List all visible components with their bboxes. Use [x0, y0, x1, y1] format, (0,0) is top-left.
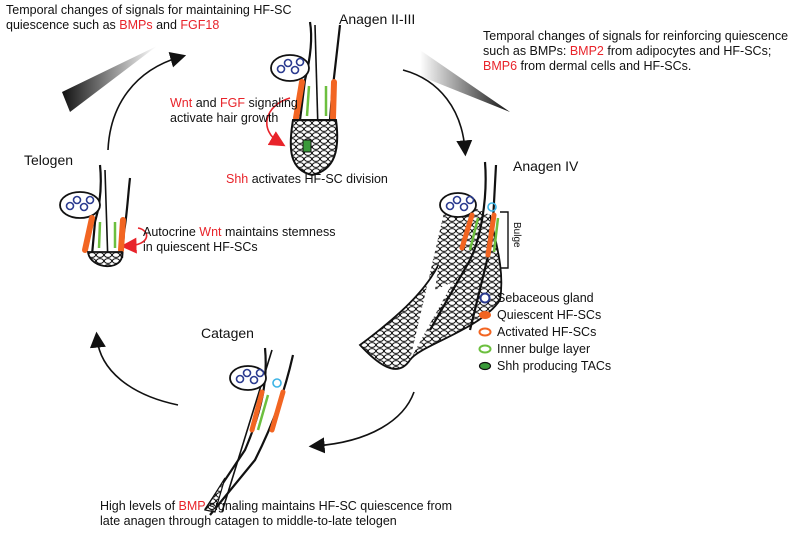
note-line: Temporal changes of signals for reinforc…	[483, 29, 789, 43]
note-text: signaling maintains HF-SC quiescence fro…	[205, 499, 453, 513]
signal-bmp2: BMP2	[569, 44, 604, 58]
note-wnt-fgf: Wnt and FGF signaling activate hair grow…	[170, 96, 298, 126]
note-bmp-signaling: High levels of BMP signaling maintains H…	[100, 499, 452, 529]
signal-bmp6: BMP6	[483, 59, 518, 73]
legend-swatch-quiescent	[479, 311, 491, 319]
note-text: quiescence such as	[6, 18, 120, 32]
note-text: maintains stemness	[221, 225, 336, 239]
legend-swatch-inner-bulge	[478, 344, 492, 354]
note-autocrine-wnt: Autocrine Wnt maintains stemness in quie…	[143, 225, 335, 255]
stage-label-anagen-4: Anagen IV	[513, 158, 579, 174]
cycle-arrow-anagen4-to-catagen	[308, 391, 415, 454]
note-line: late anagen through catagen to middle-to…	[100, 514, 397, 528]
legend-swatch-sebaceous	[479, 292, 491, 304]
legend-label: Activated HF-SCs	[497, 325, 596, 339]
note-line: Temporal changes of signals for maintain…	[6, 3, 292, 17]
telogen-follicle	[59, 164, 132, 268]
note-text: and	[192, 96, 221, 110]
note-text: High levels of	[100, 499, 179, 513]
note-text: Autocrine	[143, 225, 200, 239]
legend: Sebaceous gland Quiescent HF-SCs Activat…	[478, 291, 611, 373]
decreasing-signal-wedge	[62, 46, 157, 112]
note-maintaining-quiescence: Temporal changes of signals for maintain…	[6, 3, 292, 33]
note-text: signaling	[245, 96, 298, 110]
note-reinforcing-quiescence: Temporal changes of signals for reinforc…	[483, 29, 788, 74]
bulge-bracket	[500, 211, 509, 269]
note-text: activates HF-SC division	[248, 172, 388, 186]
legend-swatch-shh-tac	[478, 361, 492, 371]
stage-label-telogen: Telogen	[24, 152, 74, 168]
legend-label: Shh producing TACs	[497, 359, 611, 373]
wnt-fgf-signal-arrow	[266, 97, 291, 147]
note-text: from dermal cells and HF-SCs.	[517, 59, 692, 73]
signal-fgf: FGF	[220, 96, 246, 110]
cycle-arrow-catagen-to-telogen	[89, 331, 179, 406]
note-line: in quiescent HF-SCs	[143, 240, 258, 254]
signal-fgf18: FGF18	[180, 18, 220, 32]
anagen-4-follicle	[358, 161, 509, 370]
stage-label-catagen: Catagen	[201, 325, 254, 341]
note-text: such as BMPs:	[483, 44, 570, 58]
cycle-arrow-anagen-to-anagen4	[402, 69, 473, 157]
bulge-label: Bulge	[511, 222, 522, 248]
stage-label-anagen-2-3: Anagen II-III	[339, 11, 416, 27]
legend-label: Sebaceous gland	[497, 291, 594, 305]
anagen-2-3-follicle	[270, 21, 342, 177]
catagen-follicle	[204, 347, 295, 516]
legend-label: Quiescent HF-SCs	[497, 308, 601, 322]
legend-label: Inner bulge layer	[497, 342, 590, 356]
signal-shh: Shh	[226, 172, 249, 186]
note-text: and	[152, 18, 181, 32]
cycle-arrow-telogen-to-anagen	[107, 51, 187, 151]
note-shh: Shh activates HF-SC division	[226, 172, 388, 187]
signal-bmps: BMPs	[119, 18, 153, 32]
signal-wnt: Wnt	[170, 96, 193, 110]
increasing-signal-wedge	[420, 50, 510, 112]
autocrine-wnt-arrow	[120, 227, 148, 254]
note-line: activate hair growth	[170, 111, 279, 125]
signal-wnt: Wnt	[199, 225, 222, 239]
signal-bmp: BMP	[178, 499, 206, 513]
note-text: from adipocytes and HF-SCs;	[603, 44, 772, 58]
legend-swatch-activated	[478, 327, 492, 337]
